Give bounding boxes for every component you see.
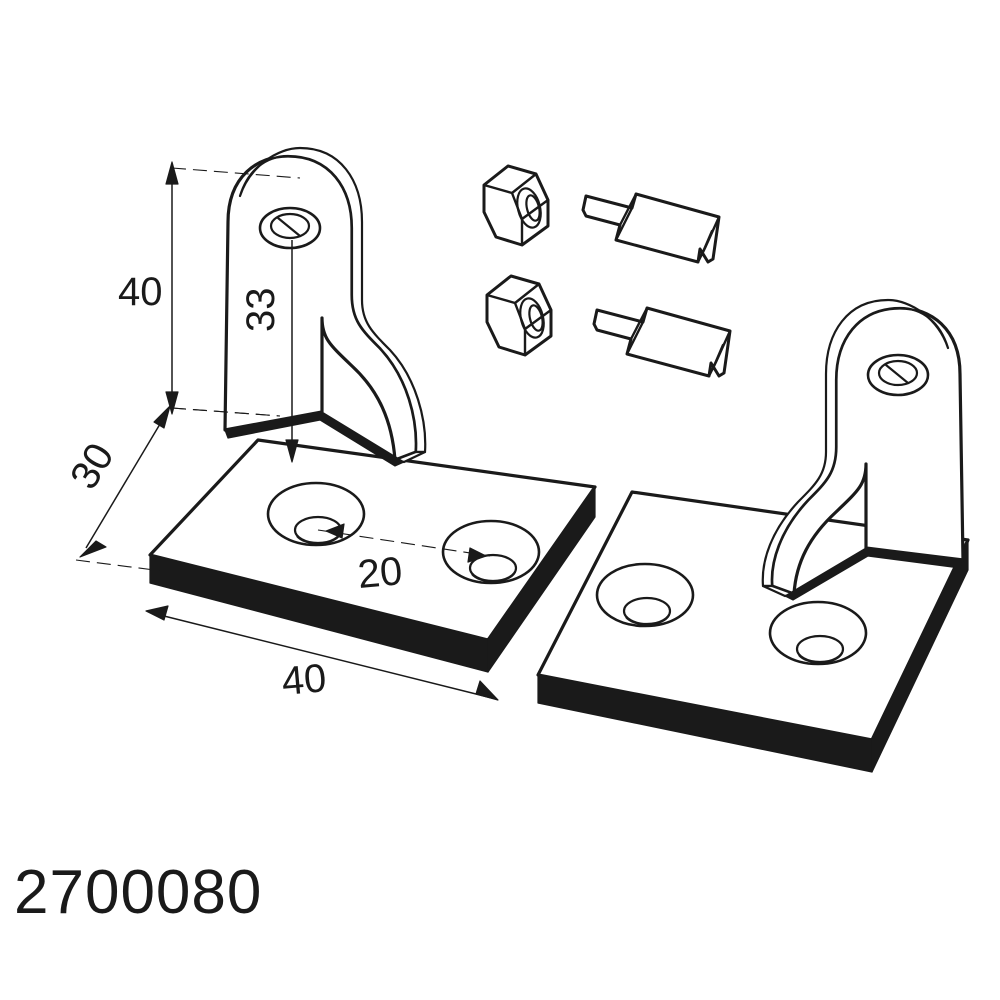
part-number: 2700080 [14,858,262,927]
dim-30-ext-bottom [75,559,171,573]
right-arm-base-shadow [784,547,964,601]
dim-20-line [317,529,491,557]
shoulder-pin-upper-body [581,192,721,264]
right-plate-countersink-hole-1 [595,562,695,628]
shoulder-pin-lower-small-end [592,308,599,326]
shoulder-pin-upper-small-end [581,194,588,212]
hex-nut-upper [482,164,550,247]
dim-40-arrow-top [165,161,179,185]
dimension-hole-spacing-20: 20 [317,523,491,597]
dim-30-label: 30 [62,436,123,497]
hex-nut-upper-bore [516,187,542,229]
hex-nut-upper-side-facet [520,198,550,221]
hex-nut-lower [485,274,553,357]
dim-30-arrow-bottom [79,540,107,558]
left-plate-hole-1-bore-shadow [296,533,341,545]
dim-20-label: 20 [356,549,404,597]
dim-width-40-arrow-right [475,680,499,701]
right-plate-hole-2-bore-shadow [798,652,843,664]
hex-nut-upper-bore-inner [525,194,541,222]
dim-30-arrow-top [153,405,171,429]
hex-nut-upper-top-facet [510,172,538,195]
left-arm-base-shadow [224,411,405,467]
shoulder-pin-lower-step [625,320,645,356]
shoulder-pin-lower-body [592,306,732,378]
shoulder-pin-lower [592,306,732,378]
right-plate-countersink-hole-2 [768,600,868,666]
left-plate-hole-2-bore-shadow [471,571,516,583]
right-plate-hole-1-bore-shadow [625,614,670,626]
dim-width-40-label: 40 [280,656,328,704]
dim-33-label: 33 [239,288,283,333]
left-plate-countersink-hole-2 [441,519,541,585]
bracket-right [536,298,970,773]
dimension-height-33: 33 [239,240,299,463]
bracket-left [148,146,597,673]
dim-40-ext-top [171,167,301,179]
hex-nut-lower-bore [519,297,545,339]
shoulder-pin-upper-step [614,206,634,242]
dimension-height-40: 40 [118,161,301,417]
dim-30-line [85,413,167,549]
dim-40-label: 40 [118,270,163,314]
left-plate-countersink-hole-1 [266,481,366,547]
hex-nut-lower-side-facet [523,308,553,331]
right-arm-pivot-hole-inner [877,359,919,387]
right-arm-pivot-pin-mark [884,363,910,385]
dim-30-ext-top [171,407,281,417]
hex-nut-lower-bore-inner [528,304,544,332]
shoulder-pin-lower-slot [712,343,725,368]
left-arm-pivot-pin-mark [276,216,302,238]
right-plate-right-edge [871,539,969,773]
dim-width-40-arrow-left [145,605,169,621]
dim-width-40-line [151,612,493,699]
dimension-width-40: 40 [145,605,499,704]
shoulder-pin-upper [581,192,721,264]
shoulder-pin-upper-shoulder-edge [618,192,638,227]
dim-20-arrow-right [467,547,487,563]
hex-nut-lower-top-facet [513,282,541,305]
dim-40-arrow-bottom [165,391,179,415]
left-plate-right-edge [487,486,596,673]
left-arm-pivot-hole-inner [269,212,311,240]
shoulder-pin-upper-slot [701,229,714,254]
dim-33-arrow-bottom [285,439,299,463]
dim-20-arrow-left [325,523,345,539]
shoulder-pin-lower-shoulder-edge [629,306,649,341]
